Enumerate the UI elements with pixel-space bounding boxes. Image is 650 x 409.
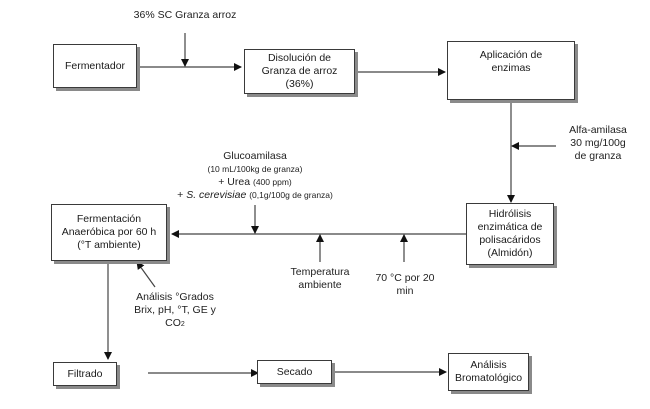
node-hidrolisis: Hidrólisis enzimática de polisacáridos (… <box>466 203 554 265</box>
node-fermentador: Fermentador <box>53 44 137 88</box>
label-70c-20min: 70 °C por 20 min <box>375 272 435 297</box>
node-disolucion: Disolución de Granza de arroz (36%) <box>244 49 355 94</box>
node-fermentacion-anaerobica: Fermentación Anaeróbica por 60 h (°T amb… <box>51 204 167 261</box>
node-analisis-bromatologico: Análisis Bromatológico <box>448 353 529 391</box>
node-filtrado: Filtrado <box>53 362 117 386</box>
label-alfa-amilasa: Alfa-amilasa 30 mg/100g de granza <box>569 124 627 162</box>
node-aplicacion-enzimas: Aplicación de enzimas <box>447 41 575 100</box>
node-secado: Secado <box>257 360 332 384</box>
label-temperatura-ambiente: Temperatura ambiente <box>290 266 350 291</box>
label-glucoamilasa: Glucoamilasa (10 mL/100kg de granza) + U… <box>177 150 333 201</box>
arrow-analisis-input <box>136 261 156 288</box>
label-analisis-grados: Análisis °Grados Brix, pH, °T, GE y CO2 <box>134 291 216 329</box>
label-granza-input: 36% SC Granza arroz <box>133 9 237 21</box>
